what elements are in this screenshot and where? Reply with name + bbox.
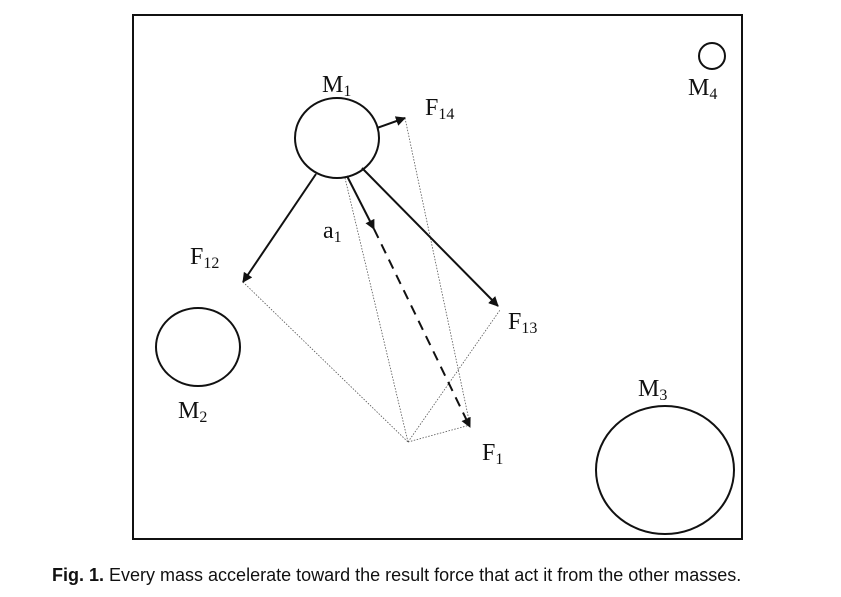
mass-m4-label: M4: [688, 75, 717, 103]
construction-line-f12-to-result: [242, 281, 409, 443]
mass-m1-circle: [294, 97, 380, 179]
force-f13-label: F13: [508, 309, 537, 337]
figure-caption-text: Every mass accelerate toward the result …: [109, 565, 742, 585]
acceleration-a1-arrow: [346, 175, 375, 230]
mass-m2-label: M2: [178, 398, 207, 426]
force-f12-arrow: [242, 173, 317, 283]
construction-lines: [242, 117, 501, 443]
mass-m3-circle: [595, 405, 735, 535]
acceleration-a1-label: a1: [323, 218, 342, 246]
force-f1-label: F1: [482, 440, 503, 468]
figure-caption: Fig. 1. Every mass accelerate toward the…: [52, 565, 837, 586]
diagram-frame: [132, 14, 743, 540]
force-f12-label: F12: [190, 244, 219, 272]
force-diagram: M1 M2 M3 M4 F12 F13 F14 F1 a1: [132, 14, 743, 540]
force-f13-arrow: [361, 167, 499, 307]
force-f1-dashed-arrow: [373, 228, 471, 428]
figure-label: Fig. 1.: [52, 565, 105, 585]
mass-m1-label: M1: [322, 72, 351, 100]
mass-m4-circle: [698, 42, 726, 70]
construction-line-result-to-f1: [407, 424, 471, 443]
mass-m2-circle: [155, 307, 241, 387]
mass-m3-label: M3: [638, 376, 667, 404]
construction-line-m1-to-result: [344, 177, 409, 443]
force-f14-label: F14: [425, 95, 454, 123]
construction-line-f14-to-f1: [404, 117, 471, 426]
force-f14-arrow: [376, 116, 406, 129]
